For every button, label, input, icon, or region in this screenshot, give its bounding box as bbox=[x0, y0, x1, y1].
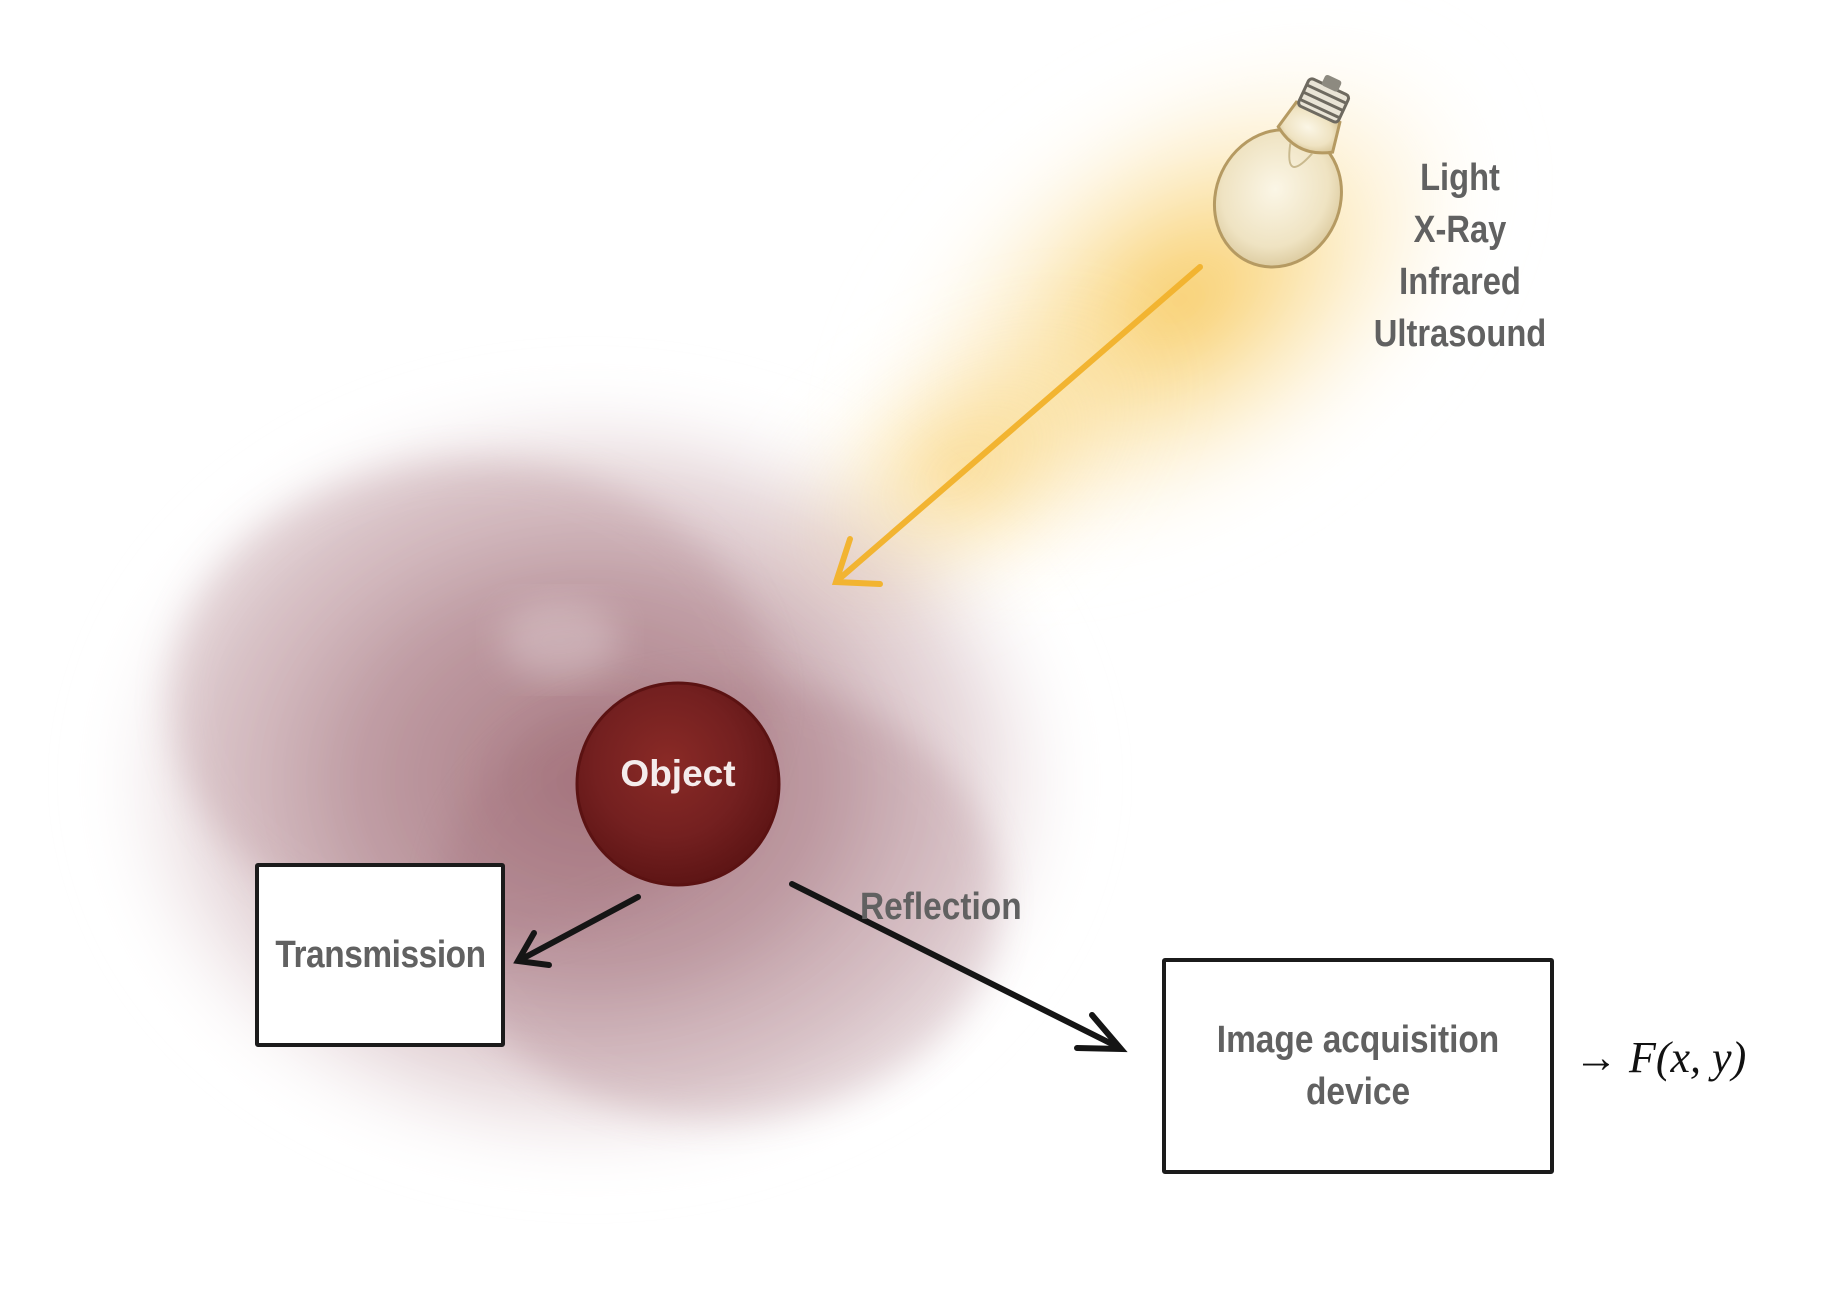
source-label-ultrasound: Ultrasound bbox=[1373, 313, 1547, 355]
transmission-box: Transmission bbox=[255, 863, 505, 1047]
output-function-label: → F(x, y) bbox=[1574, 1033, 1747, 1082]
source-types-label: Light X-Ray Infrared Ultrasound bbox=[1357, 152, 1563, 360]
source-label-light: Light bbox=[1420, 157, 1500, 199]
transmission-label: Transmission bbox=[274, 933, 486, 976]
object-label: Object bbox=[620, 753, 736, 794]
source-label-xray: X-Ray bbox=[1413, 209, 1507, 251]
light-bulb-icon bbox=[1212, 74, 1351, 269]
source-label-infrared: Infrared bbox=[1399, 261, 1521, 303]
incident-beam-arrow bbox=[831, 264, 1203, 587]
image-acquisition-label: Image acquisition device bbox=[1216, 1019, 1500, 1113]
reflection-arrow bbox=[789, 881, 1128, 1053]
image-acquisition-box: Image acquisition device bbox=[1162, 958, 1554, 1174]
reflection-label: Reflection bbox=[860, 886, 1022, 928]
object-node bbox=[575, 681, 781, 887]
transmission-arrow bbox=[513, 894, 641, 968]
